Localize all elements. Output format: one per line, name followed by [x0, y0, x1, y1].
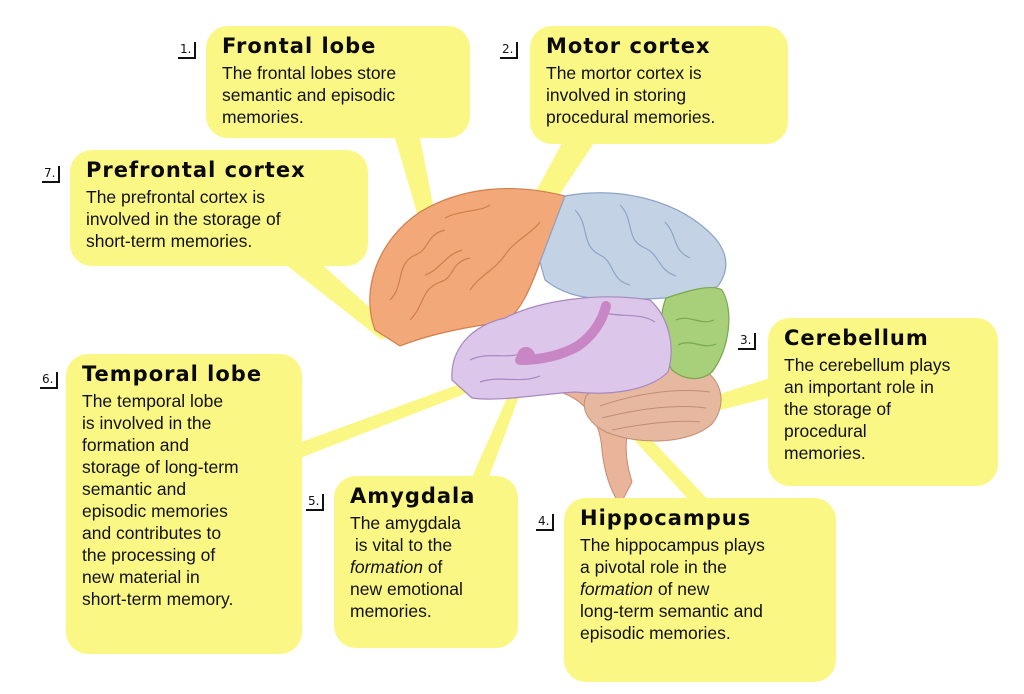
callout-1-number: 1. [178, 42, 197, 59]
pointer-amygdala [462, 364, 530, 506]
callout-4-number: 4. [536, 514, 555, 531]
occipital-lobe-shape [660, 286, 730, 380]
callout-7-number: 7. [42, 166, 61, 183]
callout-3-number: 3. [738, 333, 757, 350]
callout-5-title: Amygdala [350, 484, 476, 508]
callout-6-number: 6. [40, 372, 59, 389]
callout-3-title: Cerebellum [784, 326, 929, 350]
hippocampus-shape [515, 301, 611, 365]
callout-2-number: 2. [500, 42, 519, 59]
callout-2-title: Motor cortex [546, 34, 711, 58]
callout-7-title: Prefrontal cortex [86, 158, 306, 182]
amygdala-shape [517, 347, 535, 365]
callout-4-title: Hippocampus [580, 506, 752, 530]
temporal-lobe-shape [451, 296, 672, 400]
callout-1-title: Frontal lobe [222, 34, 377, 58]
callout-5-number: 5. [306, 494, 325, 511]
pointer-temporal [285, 378, 480, 462]
callout-prefrontal-cortex: Prefrontal cortex The prefrontal cortex … [70, 150, 368, 266]
parietal-lobe-shape [539, 192, 727, 300]
callout-6-title: Temporal lobe [82, 362, 263, 386]
